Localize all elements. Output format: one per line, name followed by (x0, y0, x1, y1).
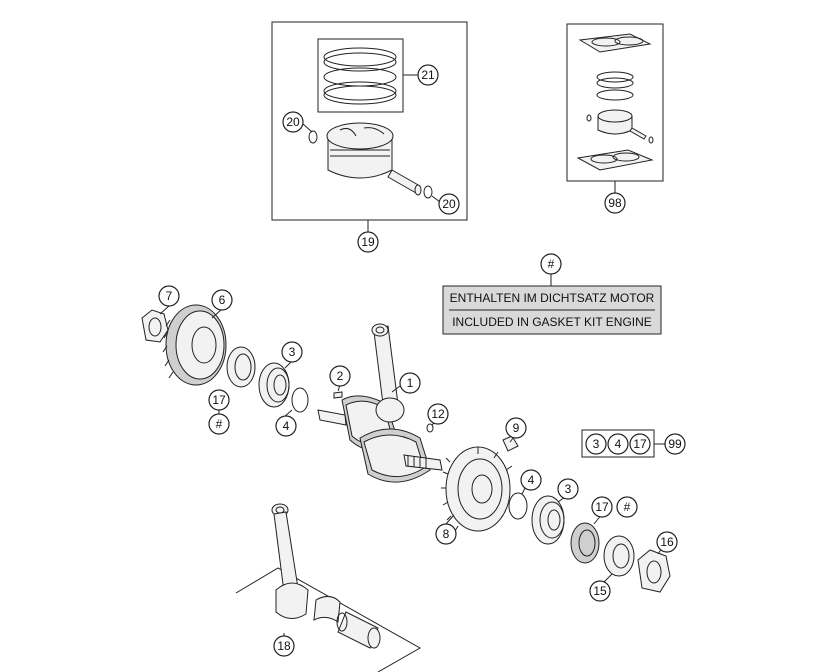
callout-98[interactable]: 98 (604, 192, 626, 214)
piston-rings (323, 47, 397, 105)
piston-kit-frame (271, 21, 468, 221)
svg-text:21: 21 (421, 68, 435, 82)
callout-4-left[interactable]: 4 (275, 415, 297, 437)
svg-text:6: 6 (219, 293, 226, 307)
svg-text:20: 20 (442, 197, 456, 211)
circlip-left (308, 130, 318, 144)
oil-seal-right (570, 522, 600, 564)
svg-text:98: 98 (608, 196, 622, 210)
callout-3-left[interactable]: 3 (281, 341, 303, 363)
washer (603, 535, 635, 577)
svg-text:3: 3 (565, 482, 572, 496)
callout-20-right[interactable]: 20 (438, 193, 460, 215)
callout-hash-right[interactable]: # (616, 496, 638, 518)
svg-text:#: # (624, 500, 631, 514)
svg-text:4: 4 (283, 419, 290, 433)
woodruff-key (333, 391, 343, 399)
svg-text:18: 18 (277, 639, 291, 653)
piston-pin (387, 169, 422, 196)
plug (426, 423, 434, 433)
cylinder-kit-group (566, 23, 664, 193)
conrod-kit-group (235, 503, 422, 672)
circlip-right (423, 185, 433, 199)
svg-text:4: 4 (615, 437, 622, 451)
callout-17-right[interactable]: 17 (591, 496, 613, 518)
svg-text:#: # (548, 257, 555, 271)
note-line-en: INCLUDED IN GASKET KIT ENGINE (452, 315, 652, 329)
svg-text:16: 16 (660, 535, 674, 549)
svg-text:1: 1 (407, 376, 414, 390)
svg-text:4: 4 (528, 473, 535, 487)
callout-7[interactable]: 7 (158, 285, 180, 307)
callout-19[interactable]: 19 (357, 231, 379, 253)
callout-3-right[interactable]: 3 (557, 478, 579, 500)
svg-text:7: 7 (166, 289, 173, 303)
svg-text:20: 20 (286, 115, 300, 129)
svg-text:#: # (216, 417, 223, 431)
svg-text:15: 15 (593, 584, 607, 598)
svg-text:3: 3 (593, 437, 600, 451)
callout-20-left[interactable]: 20 (282, 111, 304, 133)
right-gear-group (441, 435, 671, 593)
crankshaft (317, 323, 443, 483)
callout-12[interactable]: 12 (427, 403, 449, 425)
svg-text:9: 9 (513, 421, 520, 435)
oil-seal-left (226, 346, 256, 388)
piston-ring-frame (317, 38, 404, 113)
svg-text:99: 99 (668, 437, 682, 451)
callout-4-right[interactable]: 4 (520, 469, 542, 491)
head-gasket (578, 33, 652, 53)
conrod-kit-bracket (235, 567, 422, 672)
bearing-kit-group (581, 429, 665, 458)
rod-bearing-shells (313, 596, 341, 623)
bearing-right (531, 495, 565, 545)
callout-hash-note[interactable]: # (540, 253, 562, 275)
base-gasket (576, 149, 654, 171)
shim-right (508, 492, 528, 520)
timing-sprocket (441, 446, 513, 532)
callout-99[interactable]: 99 (664, 433, 686, 455)
kit-item-17[interactable]: 17 (629, 433, 651, 455)
svg-text:19: 19 (361, 235, 375, 249)
piston (326, 122, 394, 179)
kit-item-3[interactable]: 3 (585, 433, 607, 455)
svg-text:2: 2 (337, 369, 344, 383)
left-gear-group (141, 304, 309, 418)
callout-15[interactable]: 15 (589, 580, 611, 602)
callout-2[interactable]: 2 (329, 365, 351, 387)
bearing-left (258, 362, 290, 408)
svg-text:17: 17 (633, 437, 647, 451)
callout-6[interactable]: 6 (211, 289, 233, 311)
callout-1[interactable]: 1 (399, 372, 421, 394)
gasket-kit-note: ENTHALTEN IM DICHTSATZ MOTOR INCLUDED IN… (442, 273, 662, 335)
piston-kit-group (271, 21, 468, 232)
svg-text:8: 8 (443, 527, 450, 541)
note-line-de: ENTHALTEN IM DICHTSATZ MOTOR (450, 291, 655, 305)
svg-text:12: 12 (431, 407, 445, 421)
callout-17-left[interactable]: 17 (208, 389, 230, 411)
callout-9[interactable]: 9 (505, 417, 527, 439)
kit-item-4[interactable]: 4 (607, 433, 629, 455)
nut-right (637, 549, 671, 593)
svg-text:17: 17 (212, 393, 226, 407)
svg-text:3: 3 (289, 345, 296, 359)
callout-hash-left[interactable]: # (208, 413, 230, 435)
callout-21[interactable]: 21 (417, 64, 439, 86)
svg-text:17: 17 (595, 500, 609, 514)
callout-8[interactable]: 8 (435, 523, 457, 545)
connecting-rod (271, 503, 309, 619)
primary-gear (162, 304, 227, 386)
callout-18[interactable]: 18 (273, 635, 295, 657)
crank-pin (336, 611, 381, 649)
callout-16[interactable]: 16 (656, 531, 678, 553)
shim-left (291, 387, 309, 413)
dowel-pin (502, 435, 519, 452)
